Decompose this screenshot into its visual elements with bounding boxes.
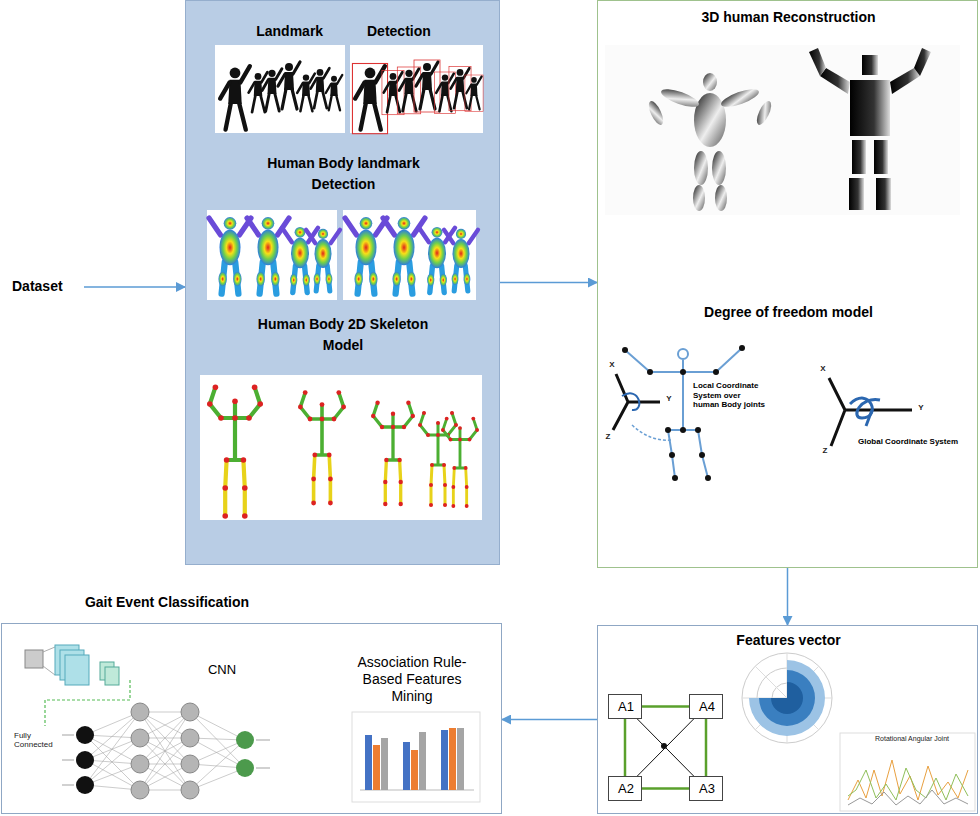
link-line	[642, 787, 689, 790]
heatmap-image	[207, 210, 478, 300]
link-line	[642, 705, 689, 708]
dof-model	[613, 345, 912, 481]
heading: CNN	[202, 662, 242, 678]
heading: Gait Event Classification	[62, 594, 272, 611]
classification-panel: Gait Event ClassificationCNNAssociation …	[1, 623, 502, 814]
heading: Degree of freedom model	[598, 304, 979, 321]
silhouette-image	[215, 45, 345, 133]
heading: Global Coordinate System	[858, 437, 974, 447]
feature-box: A2	[608, 776, 642, 801]
input-label: Dataset	[12, 276, 84, 298]
flow-arrow	[502, 719, 597, 721]
axis-label: Z	[603, 432, 613, 441]
box-label: A3	[690, 781, 724, 797]
flow-arrow	[787, 568, 789, 625]
link-line	[624, 719, 627, 776]
detection-image	[350, 45, 483, 134]
axis-label: X	[818, 364, 828, 373]
box-label: A4	[690, 699, 724, 715]
link-line	[637, 719, 693, 776]
link-line	[705, 719, 708, 776]
skeleton-image	[200, 375, 482, 520]
box-label: A1	[609, 699, 643, 715]
chart-title: Rotational Angular Joint	[852, 735, 972, 743]
reconstruction-image	[605, 45, 960, 215]
pose-panel: Landmark DetectionHuman Body landmark De…	[185, 0, 500, 565]
junction-dot	[661, 743, 667, 749]
panel-fill	[185, 0, 500, 565]
feature-box: A4	[689, 694, 723, 719]
heading: Landmark Detection	[186, 23, 501, 40]
heading: 3D human Reconstruction	[598, 9, 979, 26]
axis-label: X	[607, 360, 617, 369]
feature-box: A3	[689, 776, 723, 801]
axis-label: Z	[820, 446, 830, 455]
axis-label: Y	[664, 394, 674, 403]
heading: Association Rule-Based Features Mining	[342, 654, 482, 704]
heading: Local Coordinate System over human Body …	[693, 381, 765, 410]
flow-arrow	[500, 282, 597, 284]
bar-chart	[352, 712, 480, 802]
polar-chart	[742, 653, 832, 743]
axis-label: Y	[916, 403, 926, 412]
features-panel: Features vectorA1 A4A2 A3	[597, 625, 978, 814]
box-label: A2	[609, 781, 643, 797]
link-line	[637, 719, 693, 776]
heading: Human Body 2D Skeleton Model	[248, 314, 438, 356]
line-chart	[840, 733, 975, 811]
flow-arrow	[84, 286, 185, 288]
cnn-illustration	[25, 645, 270, 799]
box-label: Dataset	[12, 278, 84, 295]
feature-box: A1	[608, 694, 642, 719]
layer-label: Fully Connected	[14, 731, 58, 749]
heading: Features vector	[598, 632, 979, 649]
reconstruction-panel: 3D human ReconstructionDegree of freedom…	[597, 0, 978, 568]
heading: Human Body landmark Detection	[246, 153, 441, 195]
